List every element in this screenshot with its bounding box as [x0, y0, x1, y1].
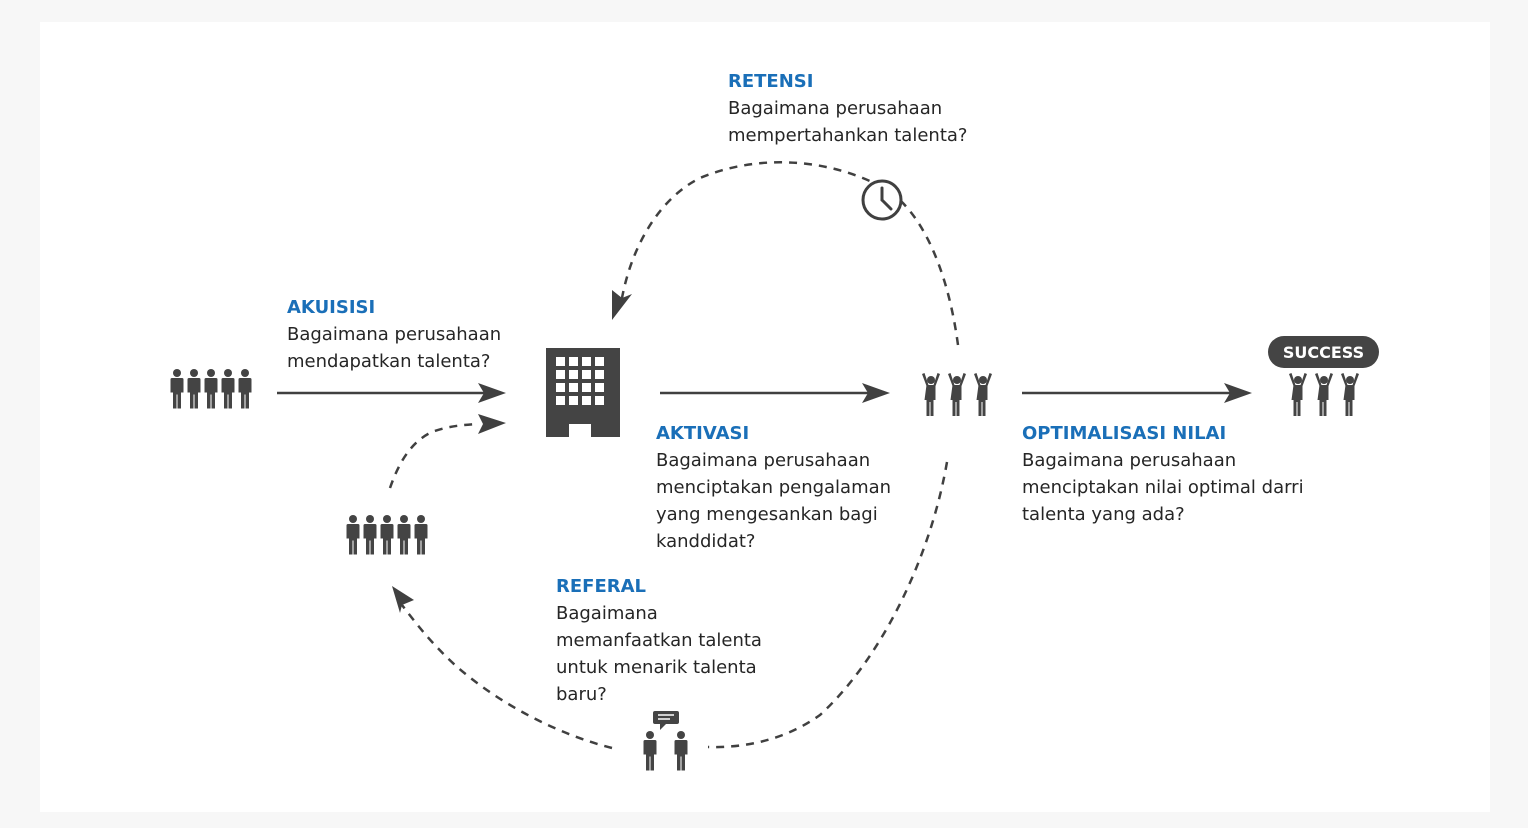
referal-loop-arrow: [392, 461, 949, 750]
arrow-akuisisi-to-company: [277, 383, 506, 403]
stage-description: Bagaimana perusahaan: [728, 98, 943, 119]
arrow-activated-to-success: [1022, 383, 1252, 403]
two-people-talking-icon: [643, 711, 688, 771]
akuisisi-label: AKUISISI Bagaimana perusahaan mendapatka…: [287, 294, 501, 375]
referral-return-arrow: [388, 414, 506, 489]
stage-description: Bagaimana perusahaan: [287, 324, 502, 345]
stage-title: REFERAL: [556, 576, 647, 597]
arrow-company-to-activated: [660, 383, 890, 403]
retensi-label: RETENSI Bagaimana perusahaan mempertahan…: [728, 68, 967, 149]
stage-description: talenta yang ada?: [1022, 504, 1185, 525]
success-sign-label: SUCCESS: [1283, 343, 1364, 362]
stage-title: RETENSI: [728, 71, 814, 92]
stage-title: OPTIMALISASI NILAI: [1022, 423, 1227, 444]
diagram-panel: [40, 22, 1490, 812]
stage-title: AKTIVASI: [656, 423, 750, 444]
stage-description: memanfaatkan talenta: [556, 630, 762, 651]
stage-description: Bagaimana perusahaan: [1022, 450, 1237, 471]
stage-description: yang mengesankan bagi: [656, 504, 878, 525]
clock-icon: [861, 179, 903, 221]
cheering-people-icon: [922, 373, 992, 416]
referal-label: REFERAL Bagaimana memanfaatkan talenta u…: [556, 573, 762, 708]
stage-description: Bagaimana: [556, 603, 658, 624]
stage-description: untuk menarik talenta: [556, 657, 757, 678]
stage-title: AKUISISI: [287, 297, 376, 318]
stage-description: mempertahankan talenta?: [728, 125, 968, 146]
stage-description: baru?: [556, 684, 607, 705]
people-group-icon: [170, 369, 252, 409]
aktivasi-label: AKTIVASI Bagaimana perusahaan menciptaka…: [656, 420, 891, 555]
stage-description: kanddidat?: [656, 531, 756, 552]
success-team-icon: SUCCESS: [1268, 336, 1379, 416]
retensi-loop-arrow: [612, 161, 960, 346]
stage-description: menciptakan nilai optimal darri: [1022, 477, 1304, 498]
stage-description: Bagaimana perusahaan: [656, 450, 871, 471]
stage-description: mendapatkan talenta?: [287, 351, 491, 372]
stage-description: menciptakan pengalaman: [656, 477, 892, 498]
office-building-icon: [546, 348, 620, 437]
people-group-icon: [346, 515, 428, 555]
optimalisasi-label: OPTIMALISASI NILAI Bagaimana perusahaan …: [1022, 420, 1304, 528]
